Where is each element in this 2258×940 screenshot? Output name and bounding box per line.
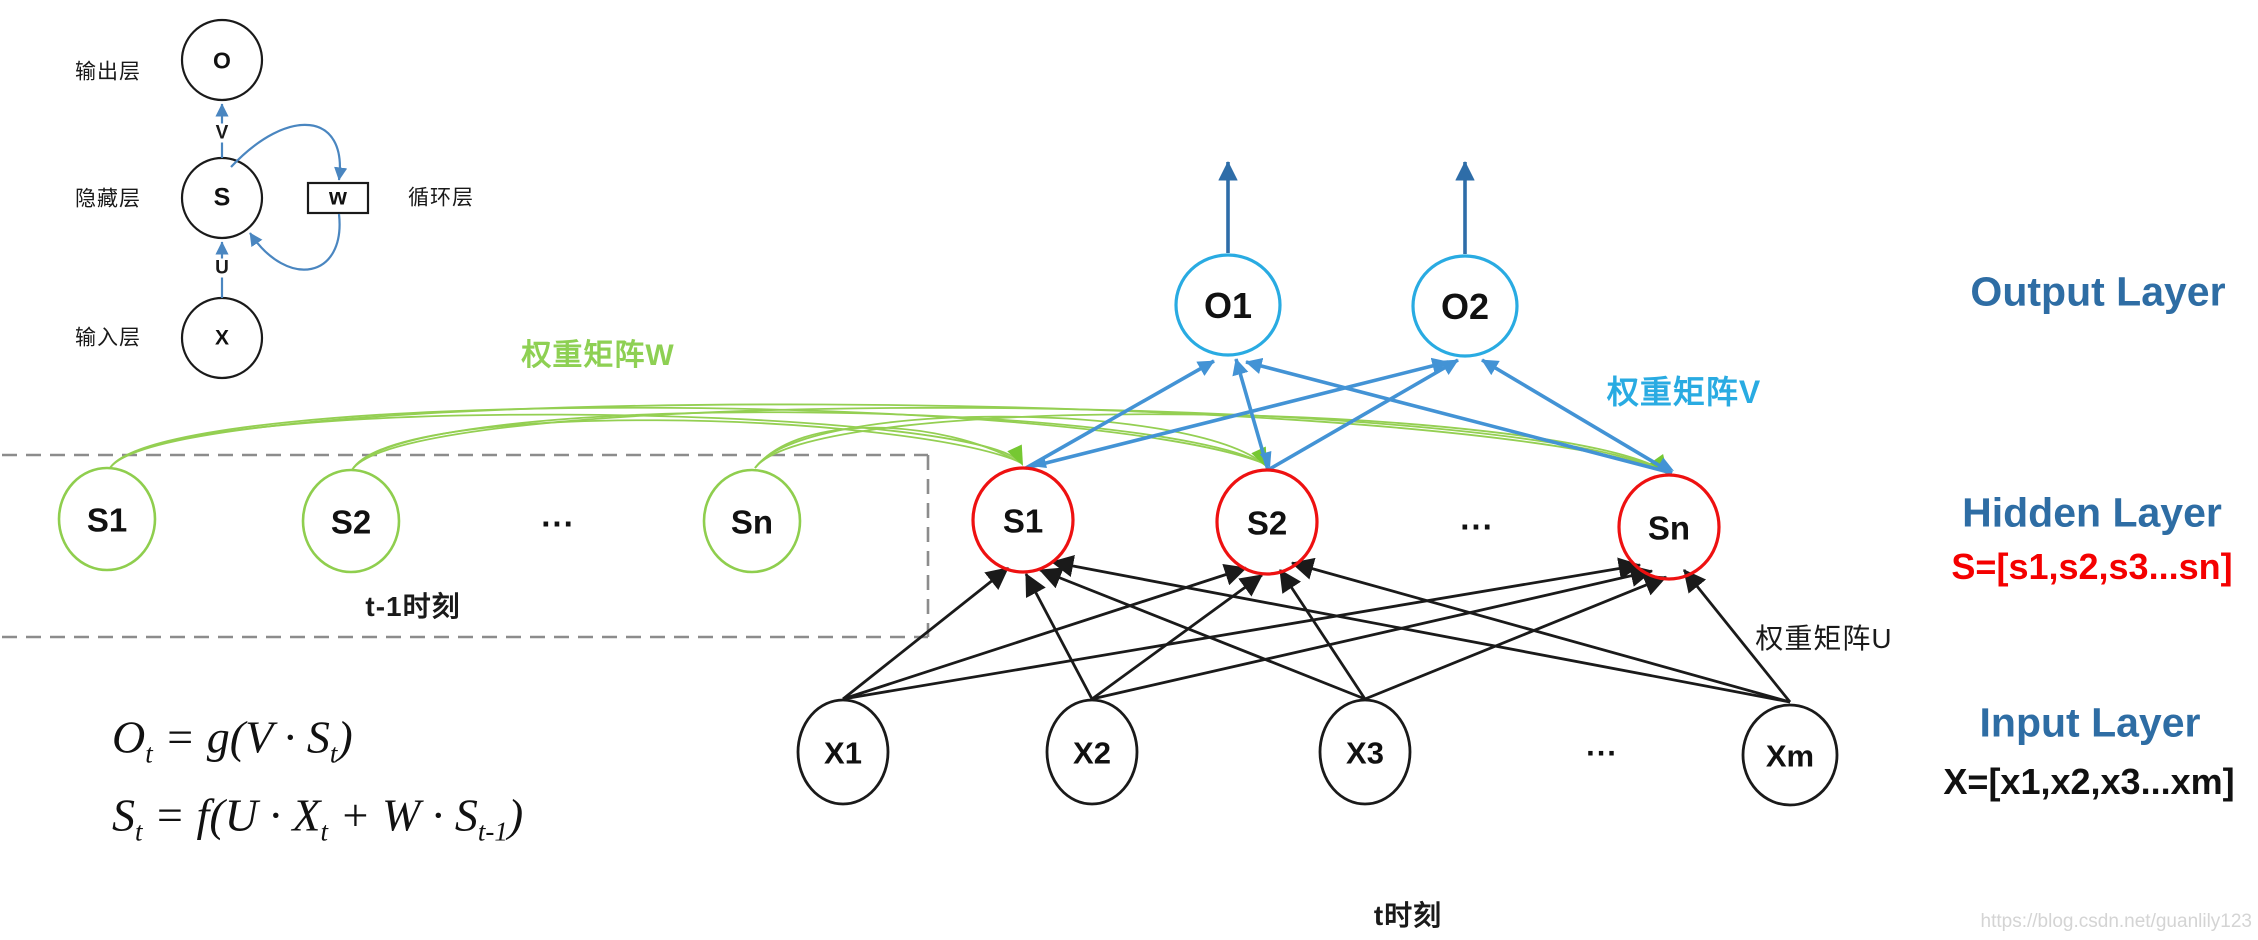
output-node-o2: O2 (1440, 286, 1490, 327)
prev-hidden-nodes (57, 466, 802, 574)
hidden-node-sn: Sn (1647, 509, 1691, 547)
output-layer-heading: Output Layer (1970, 268, 2226, 315)
weight-w-arcs (109, 403, 1667, 473)
legend-hidden-layer-label: 隐藏层 (75, 187, 141, 211)
hidden-ellipsis: ... (1460, 499, 1494, 537)
hidden-node-s1: S1 (1002, 502, 1044, 540)
input-node-x3: X3 (1346, 735, 1384, 771)
input-layer-heading: Input Layer (1979, 699, 2201, 746)
input-nodes (796, 698, 1839, 807)
input-node-x1: X1 (824, 735, 862, 771)
hidden-node-s2: S2 (1246, 504, 1288, 542)
prev-hidden-node-s1: S1 (86, 501, 128, 539)
formula-output: Ot = g(V · St) (112, 711, 353, 769)
legend-recurrent-layer-label: 循环层 (408, 186, 474, 210)
legend-input-layer-label: 输入层 (75, 326, 141, 350)
legend-node-o: O (213, 47, 231, 74)
input-node-x2: X2 (1073, 735, 1111, 771)
weight-u-label: 权重矩阵U (1755, 623, 1893, 654)
legend-edge-u-label: U (211, 258, 233, 278)
t-caption: t时刻 (1373, 900, 1443, 931)
output-node-o1: O1 (1203, 285, 1253, 326)
weight-v-label: 权重矩阵V (1606, 374, 1762, 410)
hidden-layer-heading: Hidden Layer (1962, 489, 2222, 536)
hidden-vector-label: S=[s1,s2,s3...sn] (1951, 546, 2233, 587)
legend-node-w: w (329, 183, 347, 210)
legend-node-x: X (214, 326, 230, 350)
prev-hidden-node-s2: S2 (330, 503, 372, 541)
legend-node-s: S (213, 183, 231, 212)
legend-edge-v-label: V (211, 123, 233, 143)
weight-w-label: 权重矩阵W (521, 339, 675, 372)
weight-v-lines (1025, 357, 1673, 475)
input-node-xm: Xm (1765, 738, 1815, 774)
w-to-s-arc (249, 213, 341, 271)
weight-v-return-arrowheads (1030, 450, 1674, 471)
input-vector-label: X=[x1,x2,x3...xm] (1943, 761, 2235, 802)
t-minus-1-caption: t-1时刻 (365, 591, 461, 622)
output-arrows (1218, 161, 1475, 254)
s-to-w-arc (230, 123, 348, 181)
weight-u-lines (842, 554, 1792, 704)
prev-hidden-ellipsis: ... (541, 496, 575, 534)
watermark: https://blog.csdn.net/guanlily123 (1980, 911, 2252, 932)
hidden-nodes (971, 466, 1721, 581)
legend-output-layer-label: 输出层 (75, 60, 141, 84)
input-ellipsis: ... (1586, 727, 1618, 763)
prev-hidden-node-sn: Sn (730, 503, 774, 541)
formula-hidden: St = f(U · Xt + W · St-1) (112, 789, 524, 847)
output-nodes (1174, 253, 1519, 358)
